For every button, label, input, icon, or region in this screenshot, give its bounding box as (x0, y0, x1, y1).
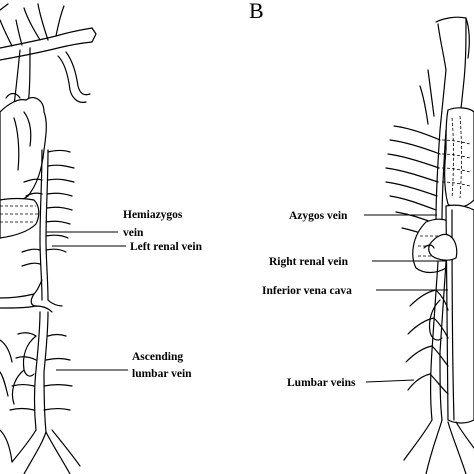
left-renal-vein-label: Left renal vein (130, 241, 203, 253)
panel-b-drawing (385, 16, 474, 474)
heart-outline (0, 97, 47, 205)
panel-b-letter: B (249, 0, 264, 23)
inferior-vena-cava-label: Inferior vena cava (262, 285, 352, 297)
hemiazygos-label-line2: vein (123, 227, 144, 239)
lumbar-veins-label: Lumbar veins (287, 377, 356, 389)
leader-lumbar (365, 379, 415, 383)
ascending-lumbar-label-line1: Ascending (132, 351, 183, 363)
right-renal-vein-label: Right renal vein (269, 256, 349, 268)
ascending-lumbar-label-line2: lumbar vein (132, 368, 192, 380)
leader-lines (46, 214, 448, 383)
hemiazygos-label-line1: Hemiazygos (123, 209, 183, 221)
azygos-vein-label: Azygos vein (289, 210, 348, 222)
panel-a-drawing (0, 3, 97, 474)
